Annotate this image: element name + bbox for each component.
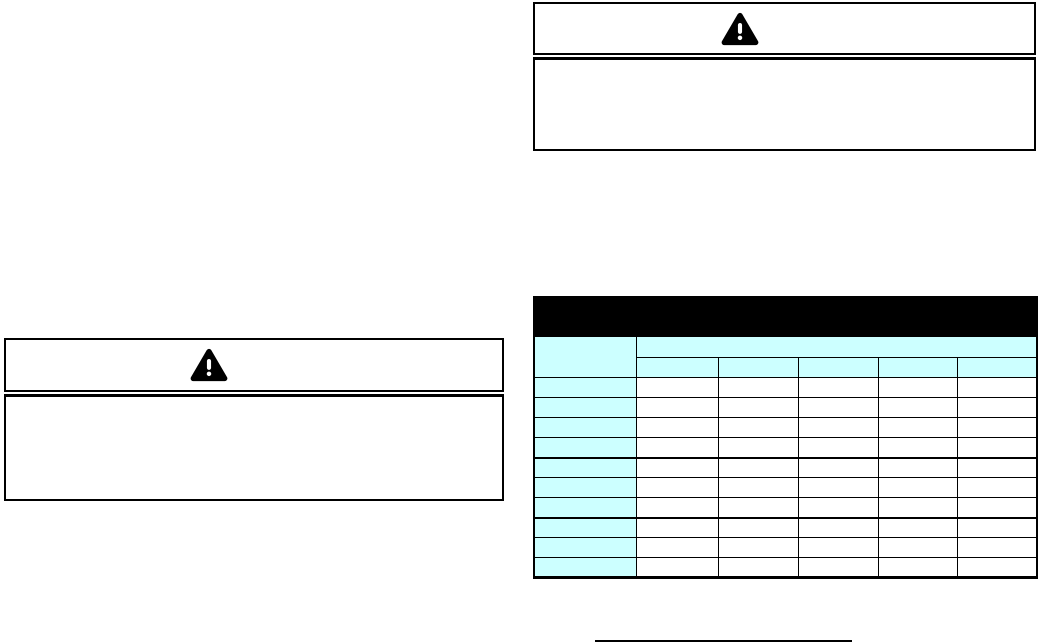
data-cell (635, 497, 719, 519)
data-cell (635, 397, 719, 418)
data-cell (956, 457, 1038, 478)
table-title-band (533, 296, 1038, 337)
data-cell (956, 417, 1038, 438)
data-cell (877, 517, 958, 538)
data-cell (797, 457, 879, 478)
data-cell (877, 457, 958, 478)
table-column-header-cell (797, 357, 879, 378)
data-cell (877, 377, 958, 398)
data-cell (717, 477, 799, 498)
data-cell (635, 517, 719, 538)
data-cell (635, 417, 719, 438)
data-cell (717, 377, 799, 398)
warning-box-left (4, 338, 504, 501)
row-label-cell (533, 457, 637, 478)
footer-rule (595, 640, 852, 642)
table-header-row-2 (534, 357, 1038, 378)
table-row (533, 517, 1038, 538)
table-column-header-cell (956, 357, 1038, 378)
table-row (533, 397, 1038, 418)
data-cell (956, 397, 1038, 418)
table-row (533, 437, 1038, 459)
data-cell (635, 437, 719, 459)
warning-triangle-icon (190, 348, 228, 382)
warning-header (533, 2, 1036, 55)
data-cell (956, 497, 1038, 519)
data-cell (635, 537, 719, 558)
row-label-cell (533, 557, 637, 578)
warning-body (533, 57, 1036, 151)
row-label-cell (533, 417, 637, 438)
spec-table (533, 296, 1038, 579)
row-label-cell (533, 537, 637, 558)
data-cell (877, 397, 958, 418)
spec-table-body (533, 296, 1038, 578)
data-cell (797, 437, 879, 459)
table-row (533, 377, 1038, 398)
data-cell (717, 457, 799, 478)
data-cell (797, 497, 879, 519)
table-row (533, 497, 1038, 519)
data-cell (956, 437, 1038, 459)
data-cell (717, 497, 799, 519)
data-cell (877, 477, 958, 498)
data-cell (877, 497, 958, 519)
row-label-cell (533, 397, 637, 418)
table-corner-cell (533, 336, 637, 378)
data-cell (797, 537, 879, 558)
warning-box-right (533, 2, 1036, 151)
table-row (533, 417, 1038, 438)
data-cell (717, 537, 799, 558)
data-cell (635, 477, 719, 498)
row-label-cell (533, 437, 637, 459)
data-cell (877, 537, 958, 558)
data-cell (956, 477, 1038, 498)
data-cell (717, 557, 799, 578)
data-cell (717, 437, 799, 459)
data-cell (717, 517, 799, 538)
data-cell (635, 557, 719, 578)
table-merged-header-cell (635, 336, 1038, 358)
data-cell (797, 377, 879, 398)
data-cell (877, 417, 958, 438)
table-row (533, 557, 1038, 578)
data-cell (717, 397, 799, 418)
row-label-cell (533, 517, 637, 538)
table-row (533, 477, 1038, 498)
table-title-row (533, 296, 1038, 337)
warning-header (4, 338, 504, 392)
row-label-cell (533, 477, 637, 498)
table-column-header-cell (717, 357, 799, 378)
data-cell (956, 517, 1038, 538)
warning-triangle-icon (721, 12, 759, 45)
table-header-row-1 (533, 336, 1038, 378)
row-label-cell (533, 497, 637, 519)
table-row (533, 537, 1038, 558)
data-cell (797, 417, 879, 438)
data-cell (877, 557, 958, 578)
data-cell (956, 377, 1038, 398)
table-column-header-cell (635, 357, 719, 378)
data-cell (877, 437, 958, 459)
row-label-cell (533, 377, 637, 398)
data-cell (956, 557, 1038, 578)
data-cell (797, 557, 879, 578)
data-cell (797, 517, 879, 538)
data-cell (797, 397, 879, 418)
data-cell (797, 477, 879, 498)
table-column-header-cell (877, 357, 958, 378)
data-cell (635, 457, 719, 478)
data-cell (717, 417, 799, 438)
data-cell (956, 537, 1038, 558)
warning-body (4, 394, 504, 501)
data-cell (635, 377, 719, 398)
table-row (533, 457, 1038, 478)
